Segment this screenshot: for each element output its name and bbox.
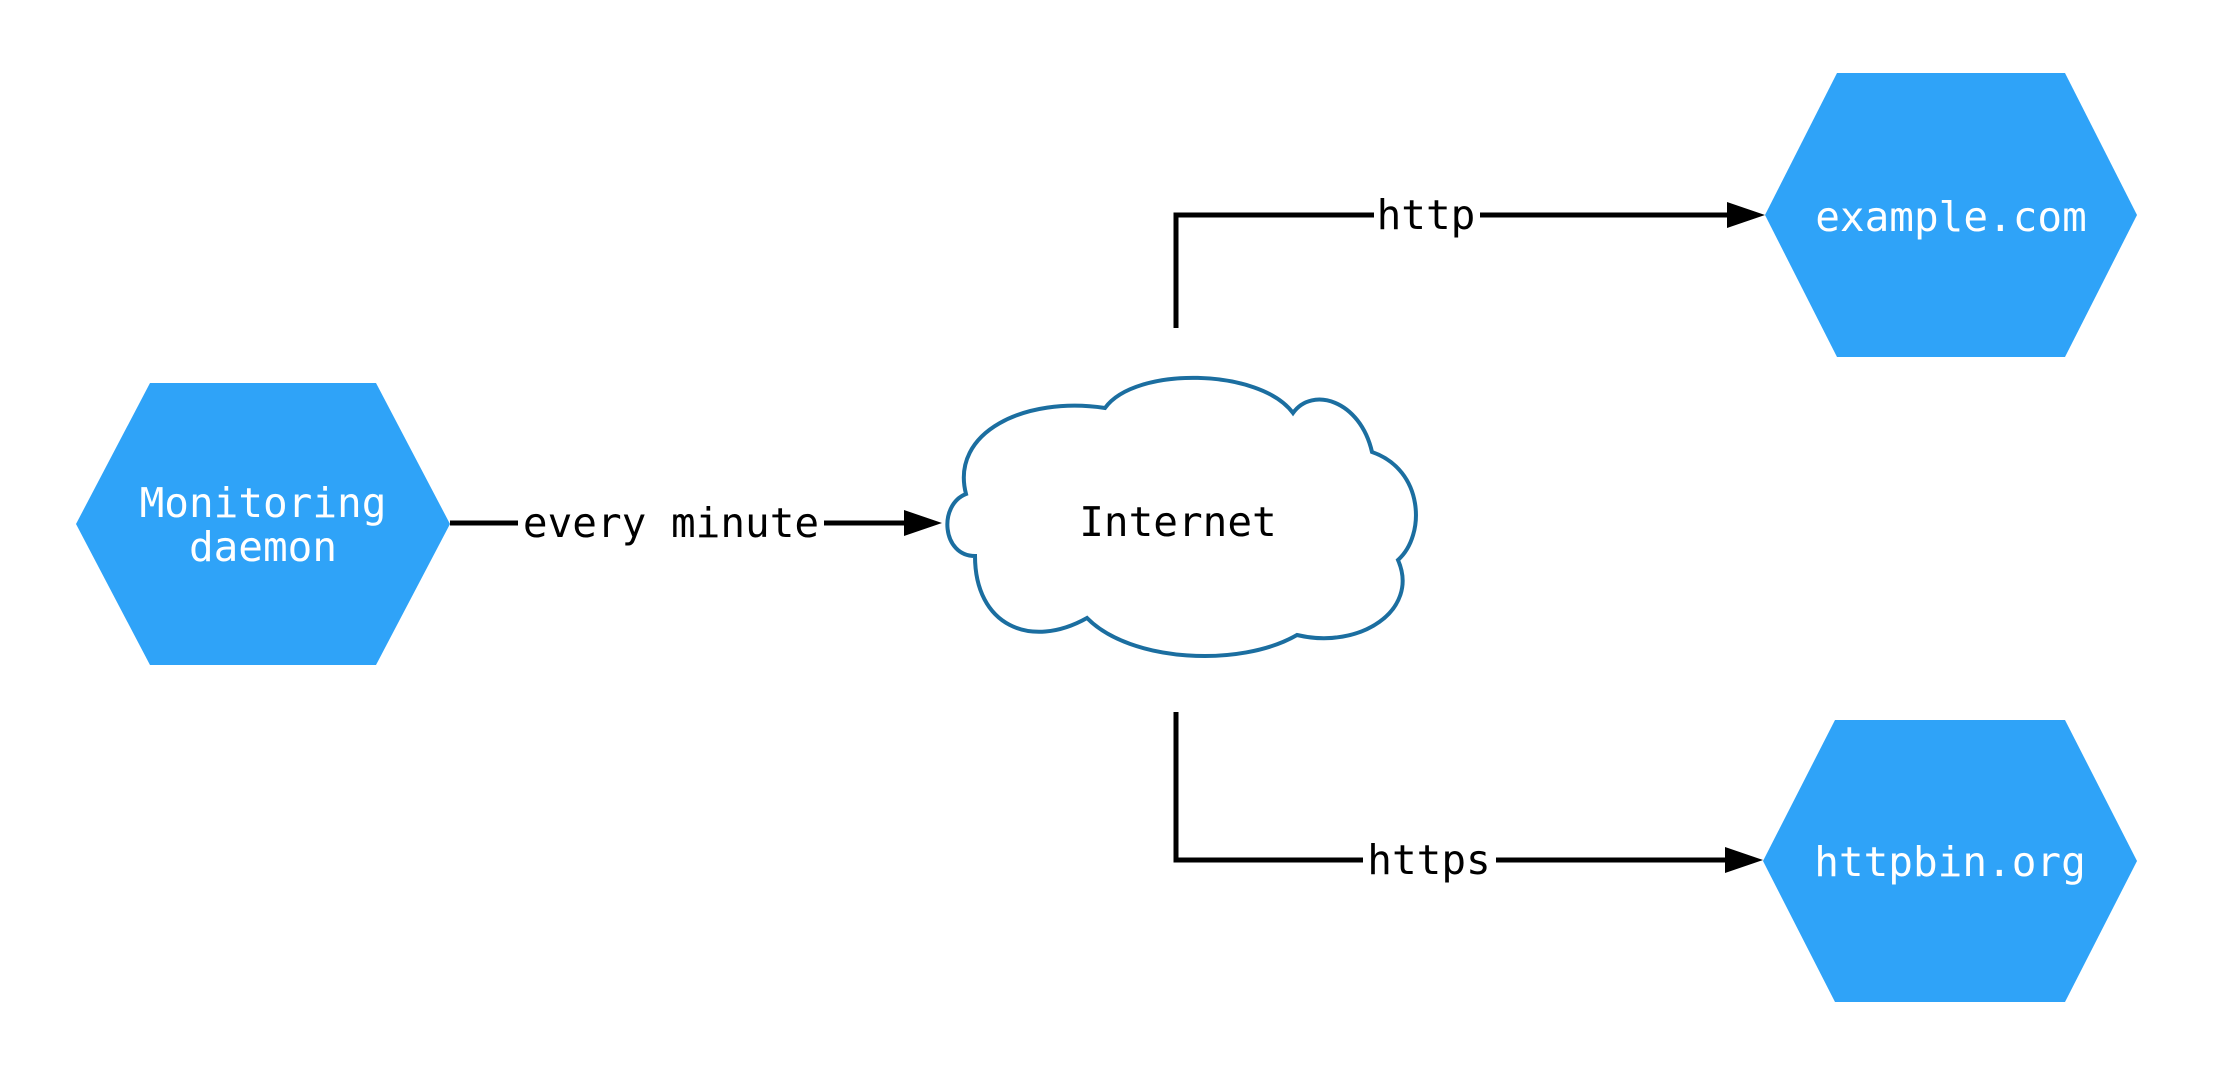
monitoring-daemon-label-line2: daemon [189, 523, 337, 571]
internet-label: Internet [1079, 498, 1276, 546]
httpbin-org-hexagon [1763, 720, 2137, 1002]
example-com-hexagon [1765, 73, 2137, 357]
internet-cloud [945, 375, 1418, 659]
edge-http: http [1173, 191, 1765, 328]
edge-https: https [1173, 712, 1763, 884]
arrowhead-http [1727, 202, 1765, 228]
node-example-com: example.com [1765, 73, 2137, 357]
node-monitoring-daemon: Monitoring daemon [76, 383, 450, 665]
edge-every-minute-label: every minute [523, 499, 819, 547]
node-internet: Internet [945, 375, 1418, 659]
monitoring-daemon-hexagon [76, 383, 450, 665]
httpbin-org-label: httpbin.org [1814, 838, 2086, 886]
node-httpbin-org: httpbin.org [1763, 720, 2137, 1002]
edge-every-minute: every minute [450, 499, 942, 547]
arrowhead-every-minute [904, 510, 942, 536]
example-com-label: example.com [1815, 193, 2087, 241]
arrowhead-https [1725, 847, 1763, 873]
edge-http-label: http [1377, 191, 1476, 239]
edge-https-elbow [1173, 712, 1363, 863]
edge-http-elbow [1173, 212, 1374, 328]
monitoring-daemon-label-line1: Monitoring [140, 479, 387, 527]
edge-https-label: https [1367, 836, 1490, 884]
